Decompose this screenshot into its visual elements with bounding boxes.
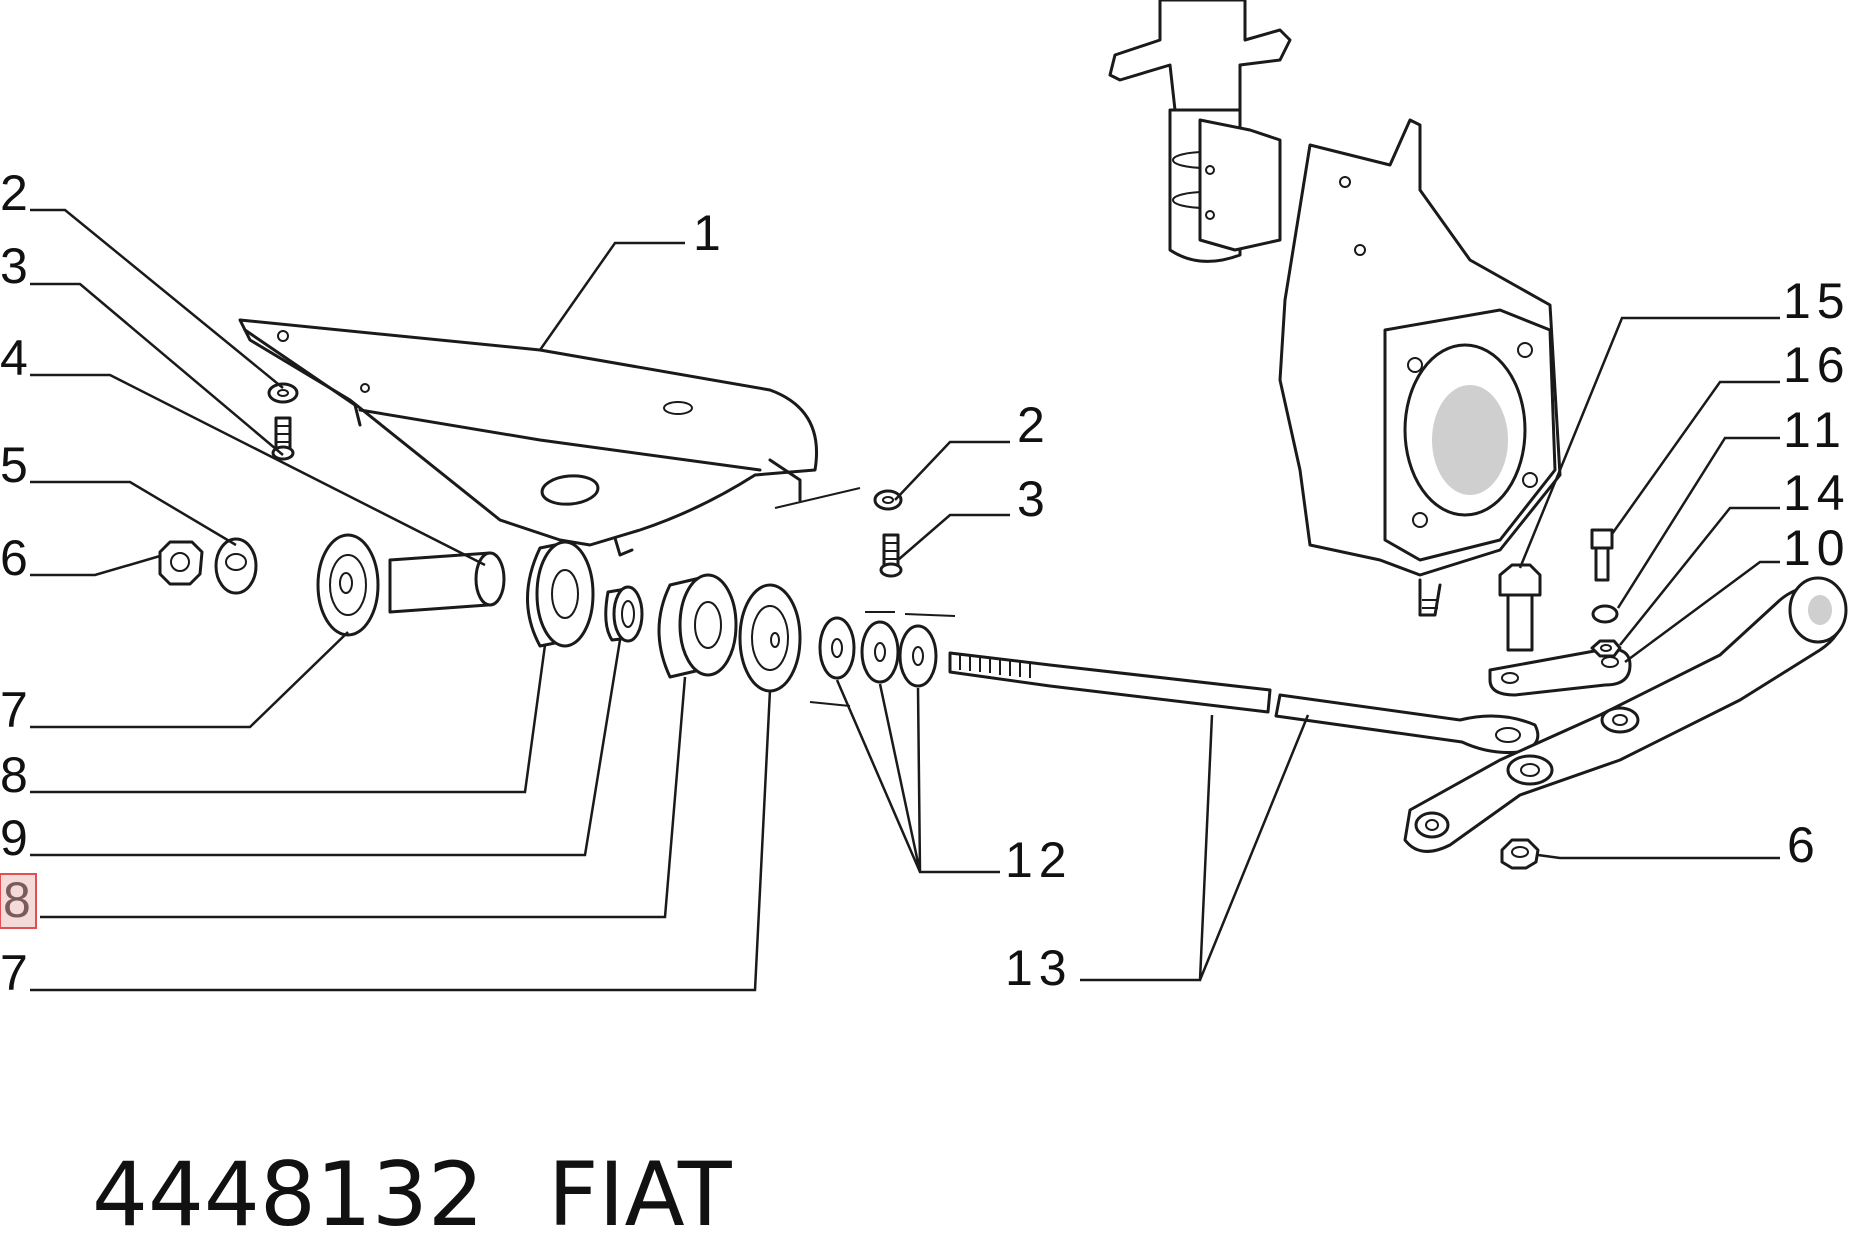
callout-3-left: 3: [0, 238, 34, 294]
callout-10: 10: [1783, 520, 1851, 576]
callout-8-upper: 8: [0, 747, 34, 803]
callout-6-right: 6: [1787, 817, 1821, 873]
callout-1: 1: [693, 205, 727, 261]
callout-7-upper: 7: [0, 682, 34, 738]
washer-bolt-left: [267, 382, 299, 461]
callout-labels: 1 2 3 4 5 6 7 8 9 8 7 2 3 15 16 11 14 10…: [0, 165, 1851, 1001]
shims: [809, 611, 956, 707]
strut-upper: [1108, 0, 1292, 263]
callout-14: 14: [1783, 465, 1851, 521]
callout-9: 9: [0, 810, 34, 866]
highlight-box: [0, 873, 37, 929]
callout-4: 4: [0, 330, 34, 386]
bush-a: [526, 540, 595, 648]
callout-2-right: 2: [1017, 397, 1051, 453]
bush-b: [657, 573, 738, 679]
callout-3-right: 3: [1017, 471, 1051, 527]
nut-washer-left: [158, 537, 258, 595]
cup-b: [738, 583, 802, 693]
plate: [1488, 647, 1632, 697]
callout-8-lower: 8: [3, 872, 37, 928]
tie-rod: [948, 651, 1540, 754]
callout-16: 16: [1783, 337, 1851, 393]
hardware-right: [1498, 528, 1622, 870]
callout-7-lower: 7: [0, 945, 34, 1001]
callout-12: 12: [1005, 832, 1073, 888]
callout-11: 11: [1783, 402, 1847, 458]
leader-lines: [30, 208, 1780, 992]
exploded-parts-diagram: 1 2 3 4 5 6 7 8 9 8 7 2 3 15 16 11 14 10…: [0, 0, 1851, 1001]
bracket: [238, 318, 818, 557]
callout-5: 5: [0, 437, 34, 493]
callout-6-left: 6: [0, 530, 34, 586]
spacer-sleeve: [604, 585, 644, 643]
callout-2-left: 2: [0, 165, 34, 221]
callout-15: 15: [1783, 273, 1851, 329]
lower-arm: [1403, 576, 1848, 853]
washer-bolt-right: [774, 487, 903, 578]
cup-spacer: [316, 533, 506, 637]
knuckle: [1278, 118, 1562, 617]
callout-13: 13: [1005, 940, 1073, 996]
